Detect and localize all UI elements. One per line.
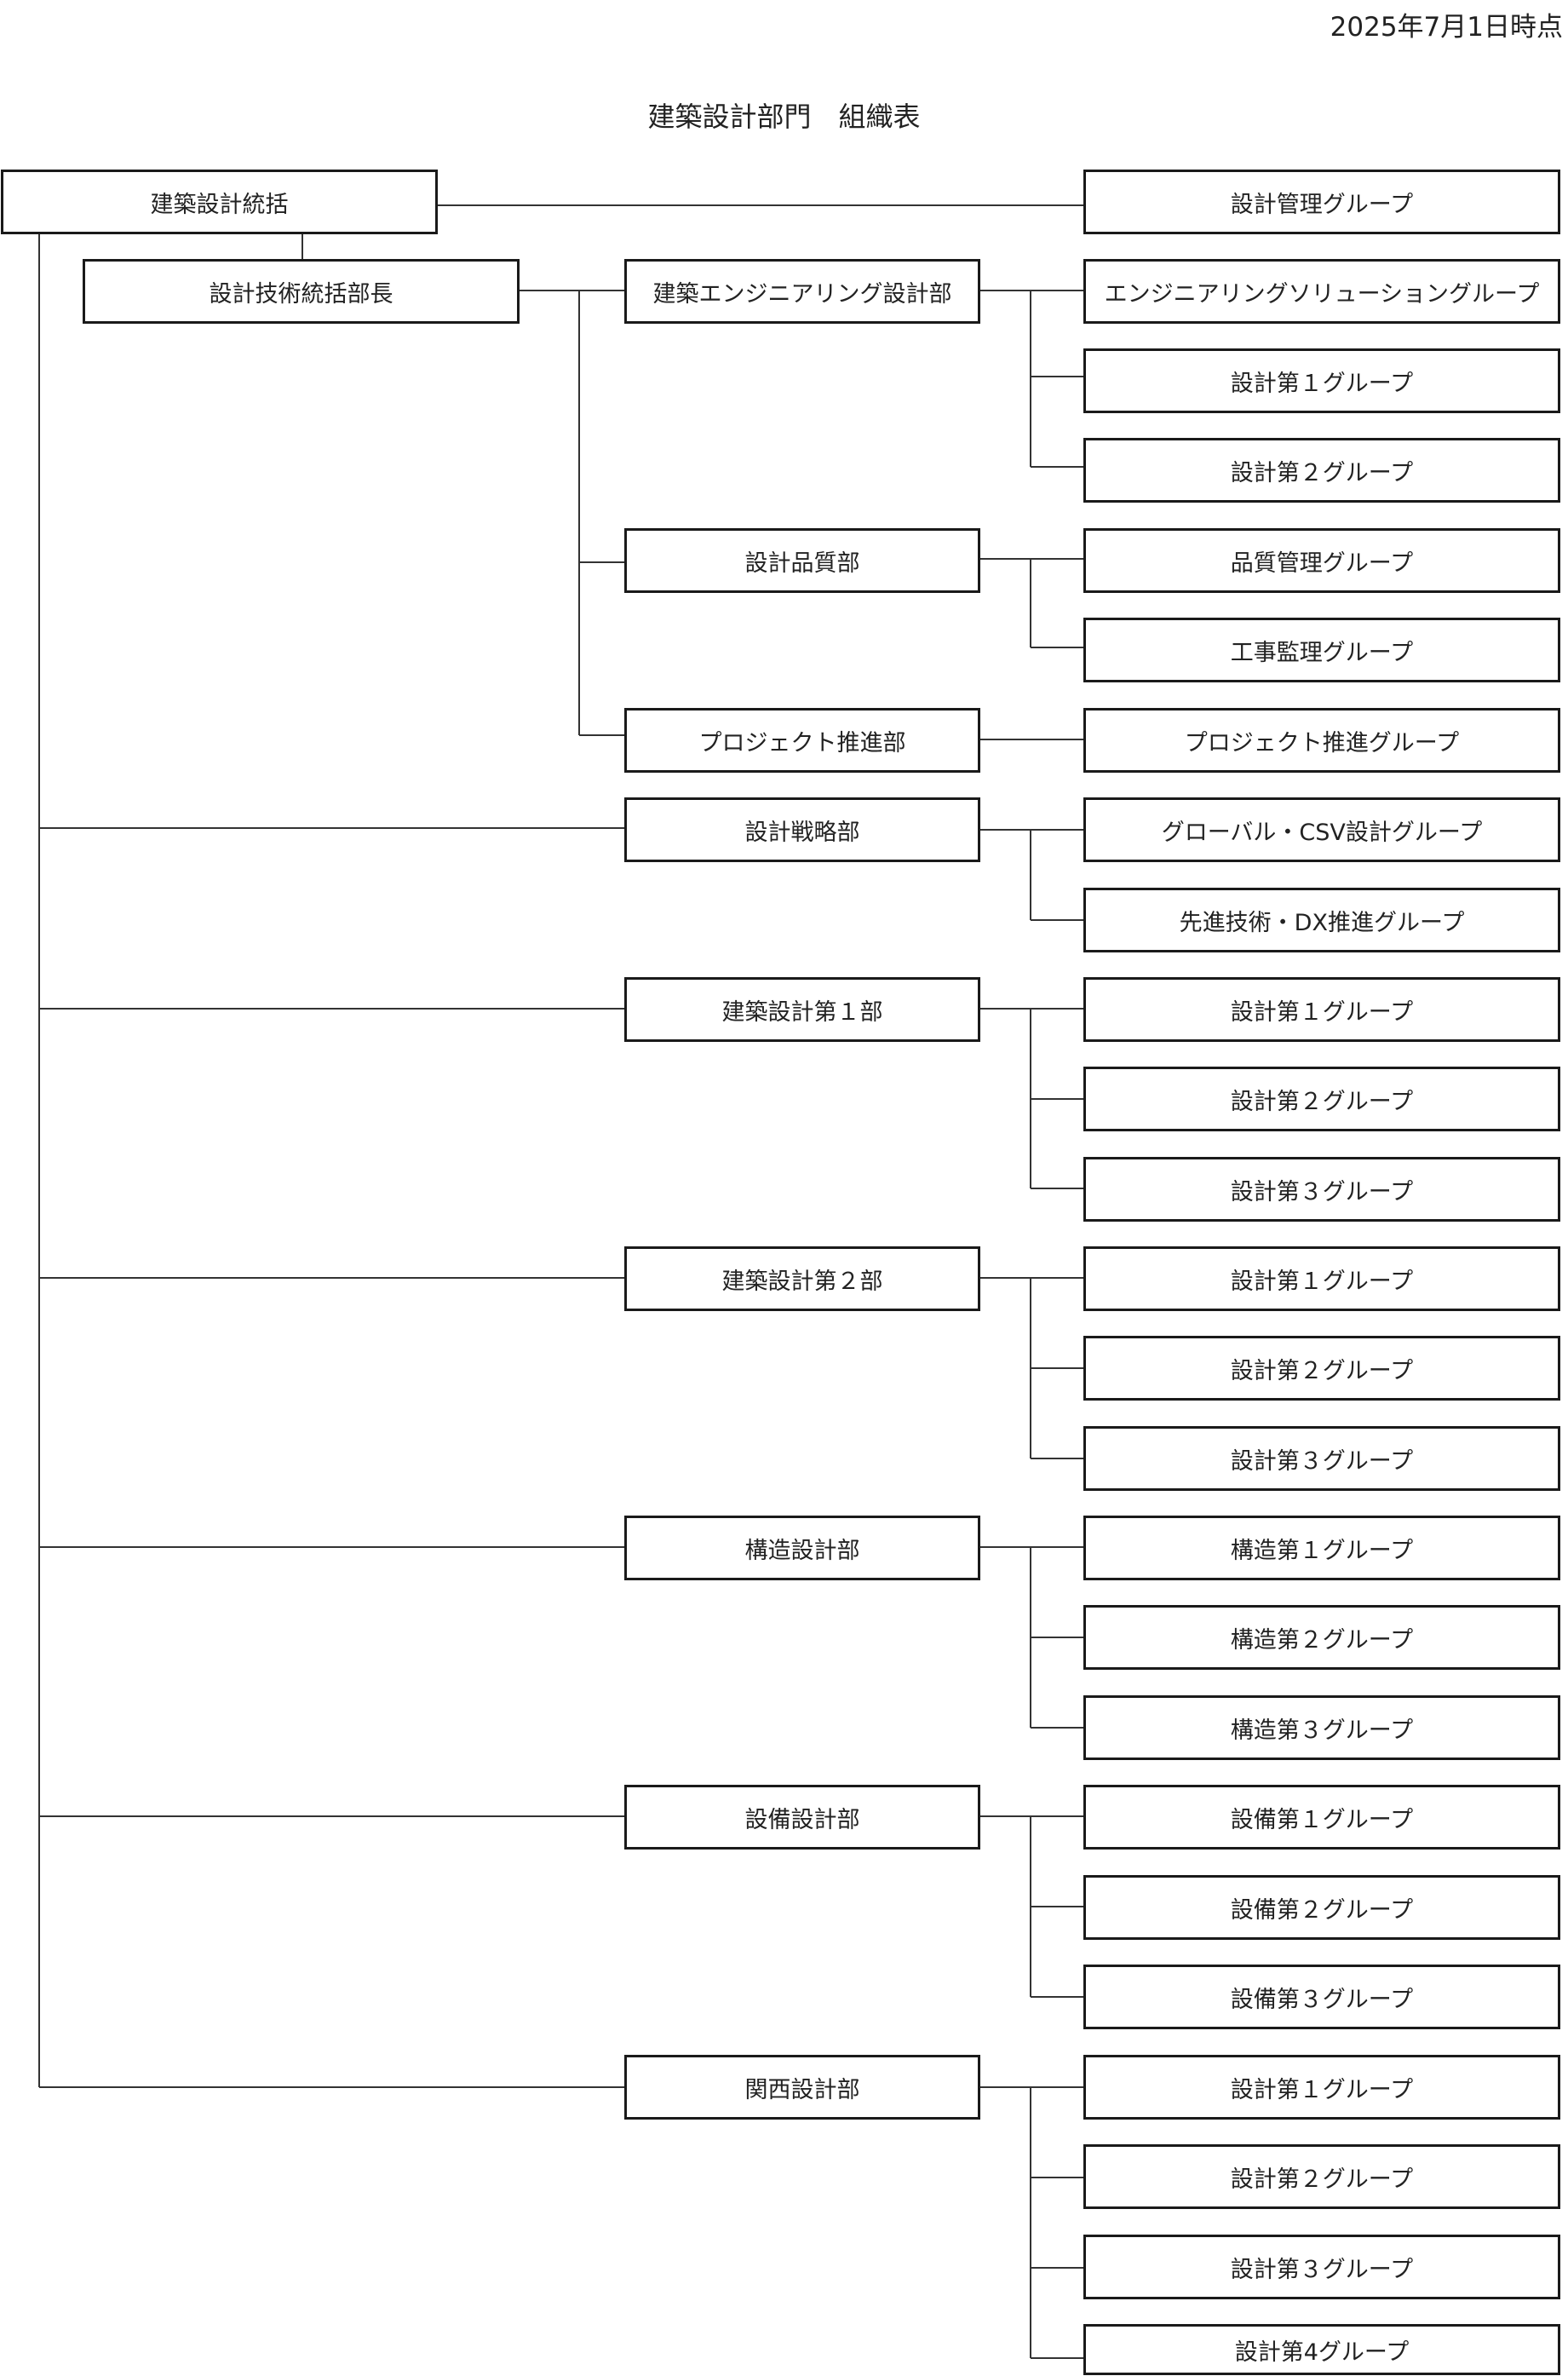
org-box-dept-arch-1: 建築設計第１部	[624, 977, 980, 1042]
org-box-group: グローバル・CSV設計グループ	[1083, 797, 1560, 862]
org-box-group: 構造第１グループ	[1083, 1516, 1560, 1580]
org-box-group: 構造第２グループ	[1083, 1605, 1560, 1670]
org-box-dept-mep: 設備設計部	[624, 1785, 980, 1850]
org-box-group-design-management: 設計管理グループ	[1083, 170, 1560, 234]
org-box-group: 工事監理グループ	[1083, 618, 1560, 682]
org-box-group: 設計第２グループ	[1083, 1336, 1560, 1401]
org-box-group: 設計第３グループ	[1083, 2235, 1560, 2299]
date-stamp: 2025年7月1日時点	[1330, 12, 1563, 43]
org-box-group: 設計第３グループ	[1083, 1426, 1560, 1491]
org-box-group: 設備第１グループ	[1083, 1785, 1560, 1850]
chart-title: 建築設計部門 組織表	[647, 101, 921, 133]
org-box-dept-arch-2: 建築設計第２部	[624, 1246, 980, 1311]
org-box-group: 設計第２グループ	[1083, 1067, 1560, 1131]
org-box-director: 設計技術統括部長	[83, 259, 520, 324]
org-box-group: 設計第２グループ	[1083, 2144, 1560, 2209]
org-box-group: 設計第１グループ	[1083, 977, 1560, 1042]
org-box-dept-quality: 設計品質部	[624, 528, 980, 593]
org-box-group: 設計第３グループ	[1083, 1157, 1560, 1222]
org-box-dept-kansai: 関西設計部	[624, 2055, 980, 2120]
org-box-dept-project: プロジェクト推進部	[624, 708, 980, 773]
org-box-group: 設計第4グループ	[1083, 2324, 1560, 2375]
org-box-top: 建築設計統括	[1, 170, 438, 234]
org-box-dept-strategy: 設計戦略部	[624, 797, 980, 862]
org-box-group: 設計第２グループ	[1083, 438, 1560, 503]
org-box-group: 先進技術・DX推進グループ	[1083, 888, 1560, 952]
org-box-group: エンジニアリングソリューショングループ	[1083, 259, 1560, 324]
org-box-group: プロジェクト推進グループ	[1083, 708, 1560, 773]
org-box-dept-engineering: 建築エンジニアリング設計部	[624, 259, 980, 324]
org-box-group: 設計第１グループ	[1083, 1246, 1560, 1311]
org-box-group: 設備第２グループ	[1083, 1875, 1560, 1940]
org-box-group: 構造第３グループ	[1083, 1695, 1560, 1760]
org-box-group: 品質管理グループ	[1083, 528, 1560, 593]
org-box-group: 設備第３グループ	[1083, 1965, 1560, 2029]
org-box-group: 設計第１グループ	[1083, 348, 1560, 413]
org-box-dept-structural: 構造設計部	[624, 1516, 980, 1580]
org-box-group: 設計第１グループ	[1083, 2055, 1560, 2120]
